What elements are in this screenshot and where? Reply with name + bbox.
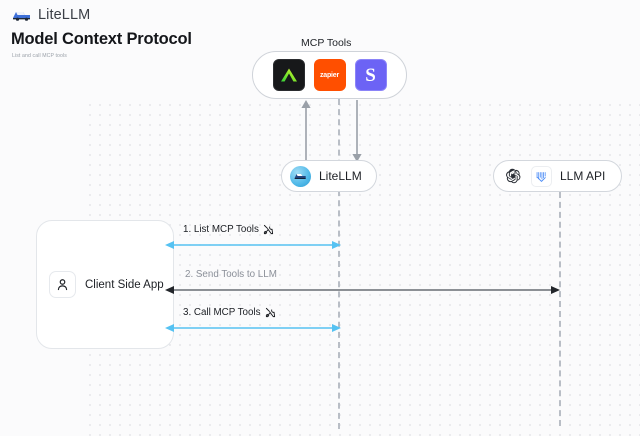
message-row-2: 2. Send Tools to LLM — [165, 269, 560, 297]
slack-tool-icon[interactable]: S — [354, 59, 387, 91]
client-side-app-box[interactable]: Client Side App — [36, 220, 174, 349]
llm-api-node[interactable]: LLM API — [493, 160, 623, 192]
message-1-label: 1. List MCP Tools — [183, 224, 274, 235]
user-icon — [49, 271, 76, 298]
litellm-truck-logo-icon — [12, 8, 32, 22]
zapier-tool-icon[interactable]: zapier — [313, 59, 346, 91]
brand-name: LiteLLM — [38, 7, 91, 23]
tools-icon — [263, 224, 274, 235]
message-3-label: 3. Call MCP Tools — [183, 307, 276, 318]
openai-icon — [502, 165, 523, 187]
zapier-tool-label: zapier — [319, 71, 340, 79]
tools-icon — [265, 307, 276, 318]
litellm-avatar-icon — [290, 165, 311, 187]
anthropic-icon — [531, 165, 552, 187]
page-subtitle: List and call MCP tools — [12, 53, 67, 59]
message-row-3: 3. Call MCP Tools — [165, 307, 341, 335]
mcp-tools-title: MCP Tools — [301, 37, 352, 49]
arrow-tools-to-litellm — [347, 100, 367, 162]
lifeline-llm-api — [559, 192, 561, 426]
client-side-app-label: Client Side App — [85, 278, 164, 291]
message-1-text: 1. List MCP Tools — [183, 224, 259, 235]
mcp-tools-group: zapier S — [252, 51, 407, 99]
page-title: Model Context Protocol — [11, 30, 192, 48]
brand[interactable]: LiteLLM — [12, 7, 90, 23]
slack-tool-label: S — [365, 64, 376, 86]
message-3-text: 3. Call MCP Tools — [183, 307, 261, 318]
message-row-1: 1. List MCP Tools — [165, 224, 341, 252]
litellm-node[interactable]: LiteLLM — [281, 160, 377, 192]
litellm-node-label: LiteLLM — [319, 169, 362, 183]
message-2-text: 2. Send Tools to LLM — [185, 269, 277, 280]
canvas-dot-grid — [85, 100, 640, 436]
triangle-tool-icon[interactable] — [272, 59, 305, 91]
arrow-litellm-to-tools — [296, 100, 316, 162]
llm-api-node-label: LLM API — [560, 169, 606, 183]
message-2-label: 2. Send Tools to LLM — [185, 269, 277, 280]
lifeline-litellm — [338, 99, 340, 429]
